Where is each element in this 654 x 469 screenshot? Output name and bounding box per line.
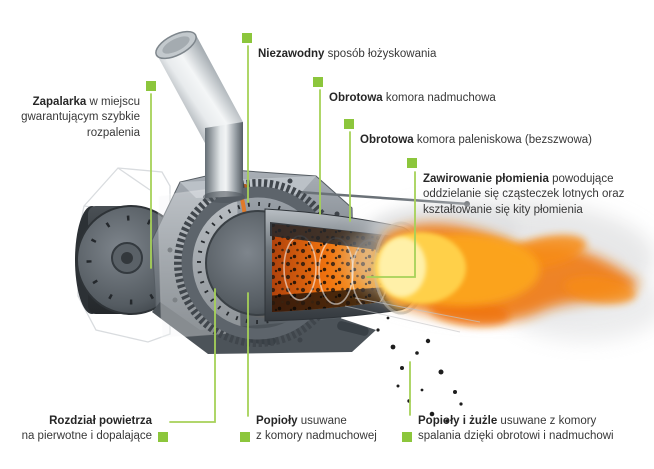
leader-lines [150, 45, 416, 423]
label-ash-slag-lead: Popioły i żużle [418, 414, 498, 427]
label-air-split-lead: Rozdział powietrza [49, 414, 152, 427]
bullet-icon [313, 77, 323, 87]
feed-pipe [155, 30, 245, 203]
label-blow-chamber-lead: Obrotowa [329, 91, 383, 104]
label-flame-swirl-rest: powodujące oddzielanie się cząsteczek lo… [423, 172, 625, 216]
label-igniter: Zapalarka w miejscu gwarantującym szybki… [14, 79, 156, 141]
ash-particles [376, 316, 463, 423]
bullet-icon [146, 81, 156, 91]
flame-jet [344, 223, 640, 333]
label-ash-slag-rest: usuwane z komory spalania dzięki obrotow… [418, 414, 614, 443]
label-combustion-chamber-lead: Obrotowa [360, 133, 414, 146]
label-ash-slag: Popioły i żużle usuwane z komory spalani… [402, 398, 614, 445]
label-air-split-rest: na pierwotne i dopalające [21, 430, 152, 442]
label-ash-removal-rest: usuwane z komory nadmuchowej [256, 414, 377, 443]
label-blow-chamber: Obrotowa komora nadmuchowa [313, 75, 496, 106]
bullet-icon [407, 158, 417, 168]
label-bearing: Niezawodny sposób łożyskowania [242, 31, 436, 62]
label-air-split: Rozdział powietrza na pierwotne i dopala… [0, 398, 168, 445]
bullet-icon [158, 431, 168, 442]
label-combustion-chamber: Obrotowa komora paleniskowa (bezszwowa) [344, 117, 592, 148]
bullet-icon [242, 33, 252, 43]
leader-line-air-split [169, 288, 216, 423]
bullet-icon [344, 119, 354, 129]
label-bearing-lead: Niezawodny [258, 47, 325, 60]
label-ash-removal: Popioły usuwane z komory nadmuchowej [240, 398, 377, 445]
label-bearing-rest: sposób łożyskowania [324, 47, 437, 60]
label-igniter-rest: w miejscu gwarantującym szybkie rozpalen… [21, 95, 140, 139]
label-ash-removal-lead: Popioły [256, 414, 298, 427]
leader-line-flame-swirl [366, 171, 416, 278]
label-flame-swirl: Zawirowanie płomienia powodujące oddziel… [407, 156, 624, 218]
label-combustion-chamber-rest: komora paleniskowa (bezszwowa) [413, 133, 592, 146]
label-blow-chamber-rest: komora nadmuchowa [382, 91, 496, 104]
label-igniter-lead: Zapalarka [32, 95, 87, 108]
label-flame-swirl-lead: Zawirowanie płomienia [423, 172, 549, 185]
bullet-icon [240, 431, 250, 442]
bullet-icon [402, 431, 412, 442]
